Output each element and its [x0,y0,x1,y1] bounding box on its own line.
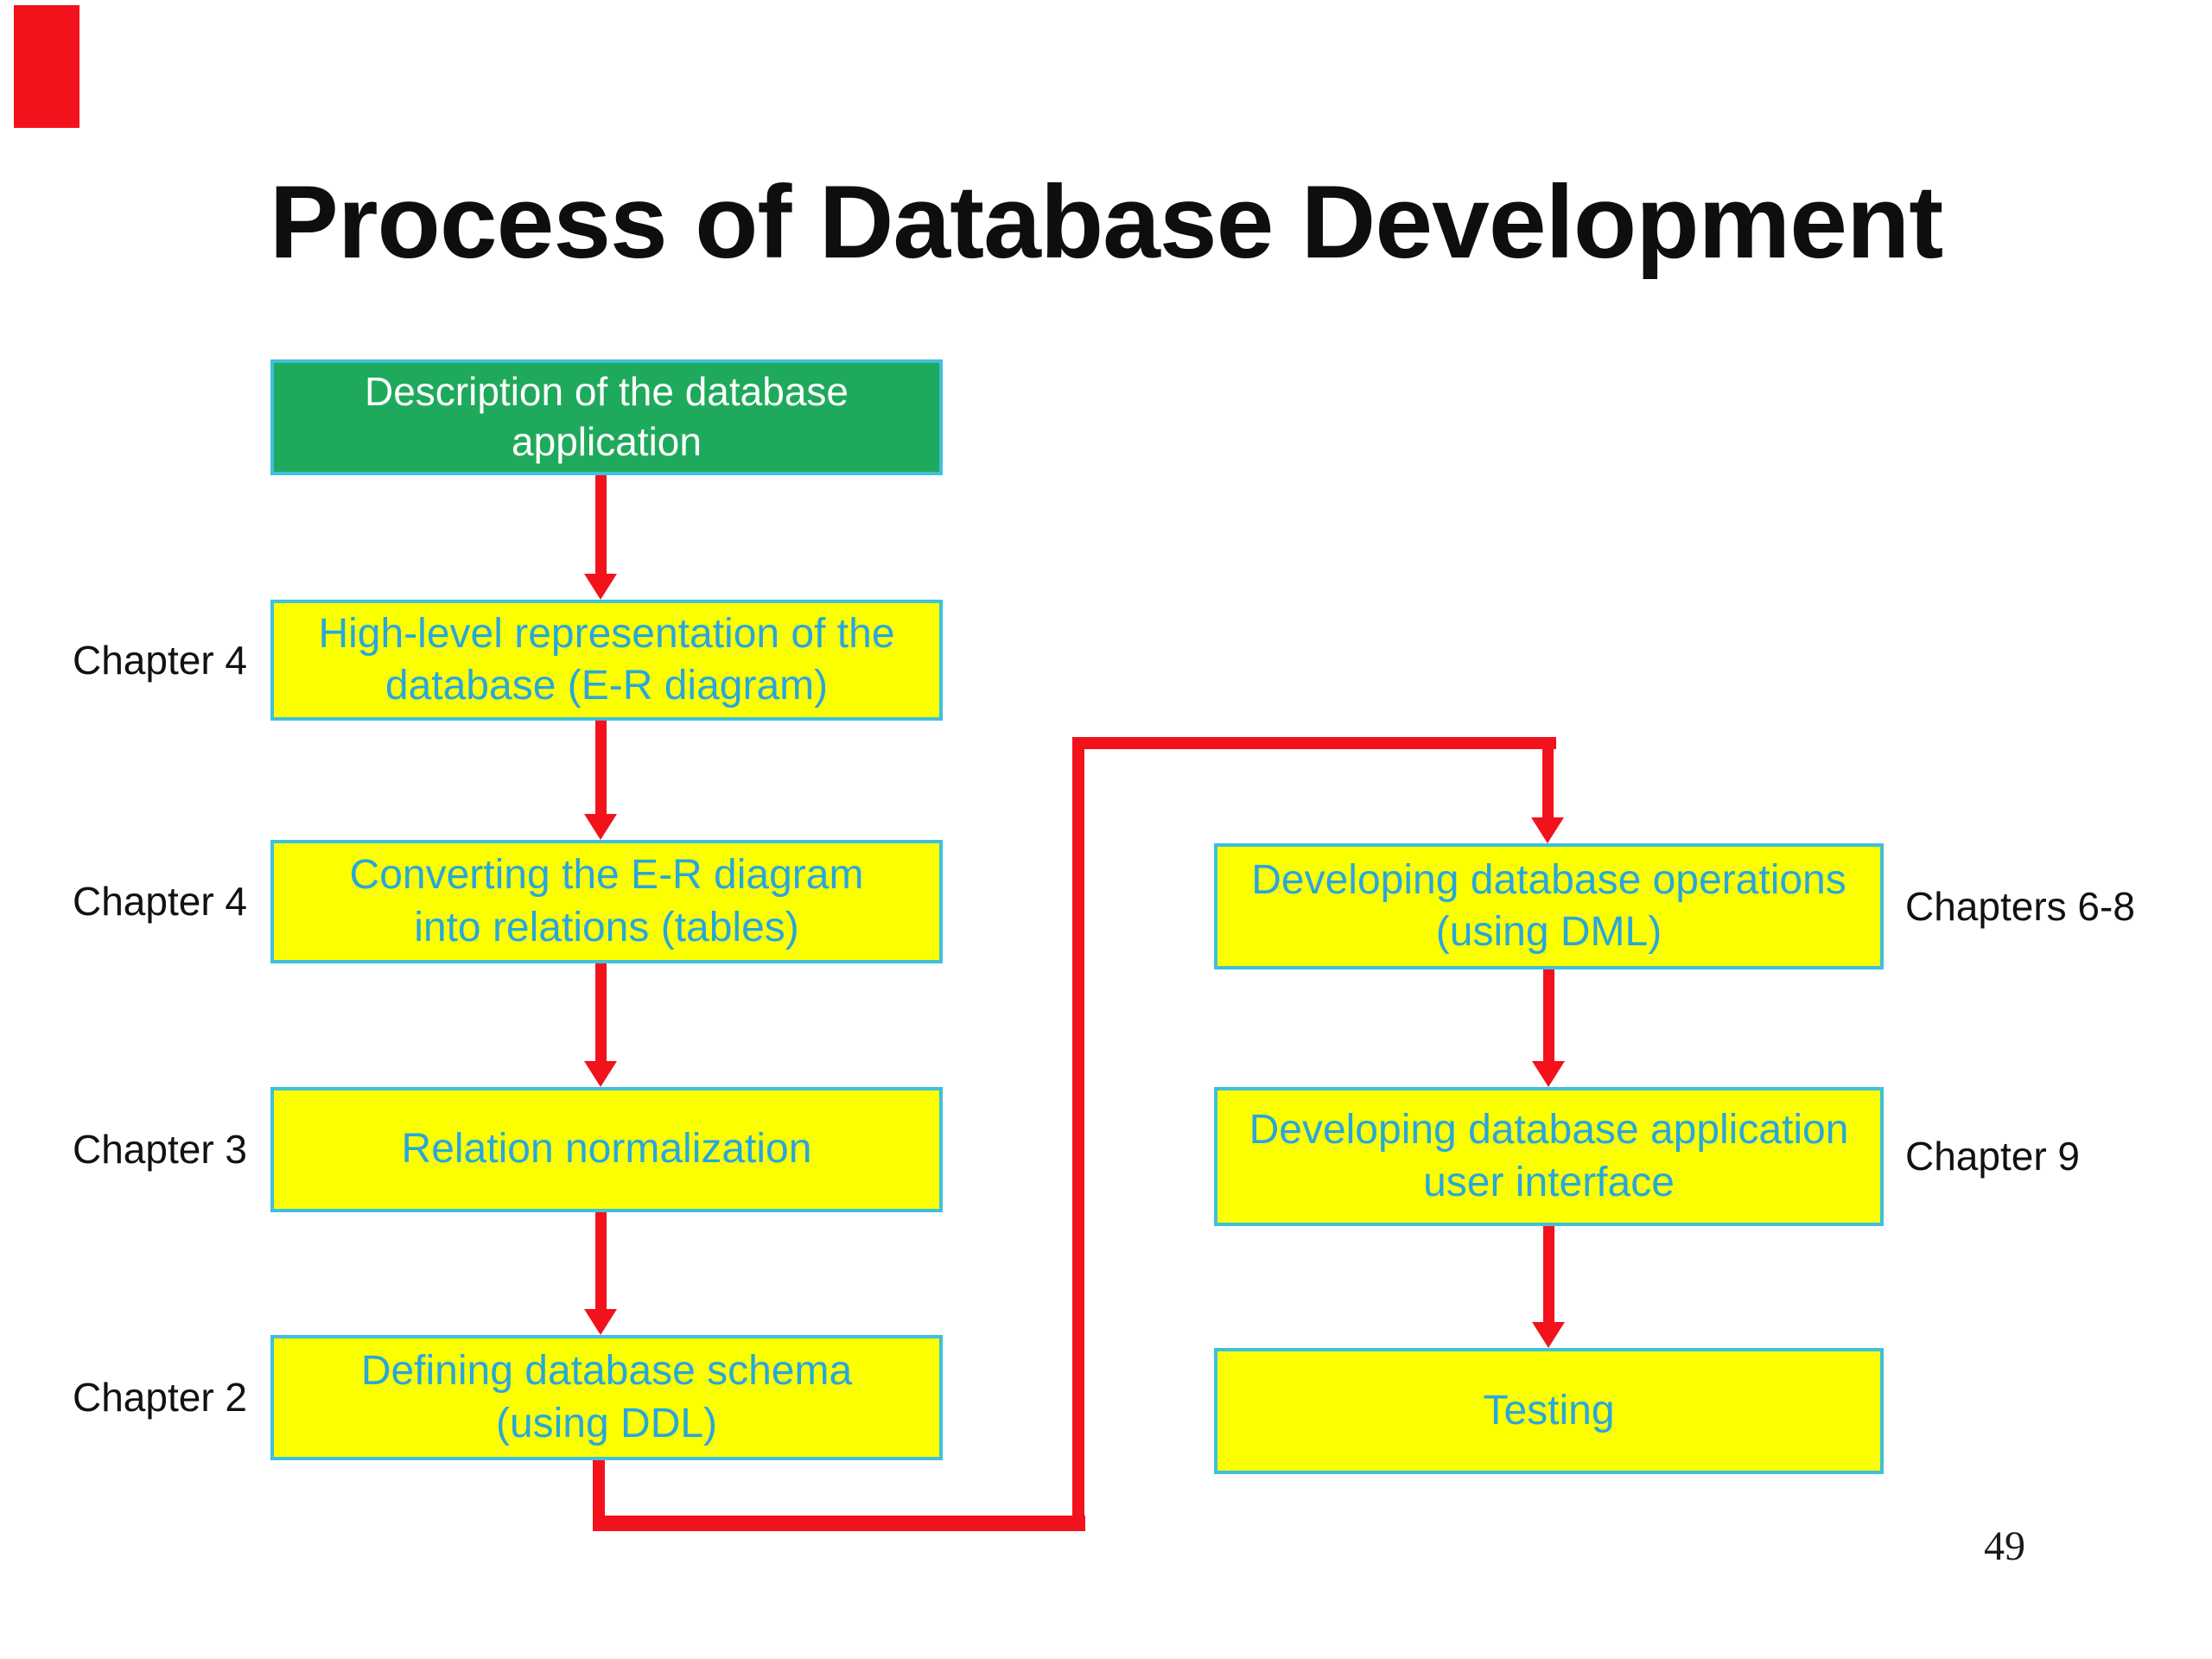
arrow-connector-to-operations-head [1531,817,1564,843]
page-number: 49 [1984,1523,2025,1569]
connector-bottom-horizontal-segment [593,1516,1085,1531]
flow-box-define-schema-label: Defining database schema (using DDL) [360,1348,853,1446]
flow-box-db-operations-label: Developing database operations (using DM… [1251,856,1847,955]
flow-box-start-label: Description of the database application [364,369,849,464]
arrow-convert-to-normalization-shaft [595,963,607,1063]
flow-box-er-to-relations-label: Converting the E-R diagram into relation… [349,852,864,950]
flow-box-testing: Testing [1214,1348,1884,1474]
chapter-label-define-schema: Chapter 2 [72,1375,247,1420]
flow-box-db-operations: Developing database operations (using DM… [1214,843,1884,969]
flow-box-er-to-relations: Converting the E-R diagram into relation… [270,840,943,963]
arrow-convert-to-normalization-head [584,1061,617,1087]
chapter-label-er-representation: Chapter 4 [72,638,247,683]
flow-box-er-representation: High-level representation of the databas… [270,600,943,721]
arrow-er-to-convert-shaft [595,721,607,816]
arrow-er-to-convert-head [584,814,617,840]
arrow-normalization-to-schema-shaft [595,1212,607,1311]
arrow-operations-to-interface-shaft [1543,969,1554,1063]
connector-schema-down-segment [593,1460,605,1531]
flow-box-testing-label: Testing [1483,1387,1615,1433]
arrow-interface-to-testing-head [1532,1322,1565,1348]
chapter-label-app-interface: Chapter 9 [1905,1134,2081,1179]
arrow-connector-to-operations-shaft [1542,737,1554,819]
flow-box-start: Description of the database application [270,359,943,475]
arrow-normalization-to-schema-head [584,1309,617,1335]
flow-box-er-representation-label: High-level representation of the databas… [318,610,895,709]
flow-box-app-interface: Developing database application user int… [1214,1087,1884,1226]
arrow-interface-to-testing-shaft [1543,1226,1554,1324]
arrow-start-to-er-head [584,574,617,600]
arrow-start-to-er-shaft [595,475,607,575]
flow-box-normalization: Relation normalization [270,1087,943,1212]
corner-accent-bar [14,5,79,128]
connector-top-horizontal-segment [1072,737,1556,749]
chapter-label-er-to-relations: Chapter 4 [72,879,247,924]
slide-title: Process of Database Development [269,164,1943,281]
chapter-label-normalization: Chapter 3 [72,1127,247,1172]
chapter-label-db-operations: Chapters 6-8 [1905,884,2135,929]
flow-box-app-interface-label: Developing database application user int… [1249,1107,1849,1205]
arrow-operations-to-interface-head [1532,1061,1565,1087]
connector-vertical-riser-segment [1072,737,1084,1531]
flow-box-normalization-label: Relation normalization [401,1126,812,1173]
flow-box-define-schema: Defining database schema (using DDL) [270,1335,943,1460]
